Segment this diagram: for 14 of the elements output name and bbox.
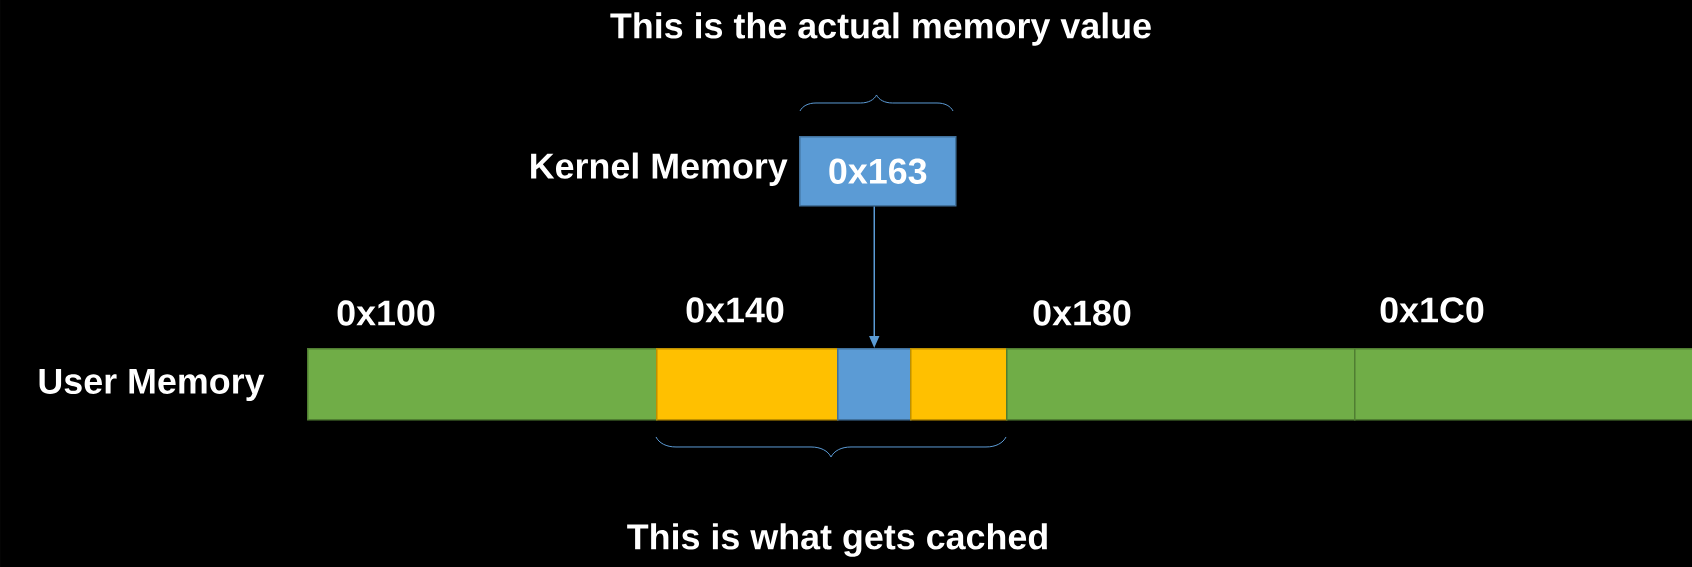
caption-text: This is the actual memory value — [610, 12, 1151, 46]
address-label: 0x1C0 — [1380, 297, 1484, 323]
memory-segment — [1354, 348, 1692, 421]
memory-segment — [307, 348, 658, 421]
address-label: 0x180 — [1033, 300, 1131, 326]
memory-segment — [1006, 348, 1356, 421]
memory-segment — [656, 348, 839, 421]
address-label: 0x140 — [686, 297, 784, 323]
row-label: User Memory — [39, 368, 265, 402]
memory-cell: 0x163 — [799, 136, 957, 207]
caption-text: This is what gets cached — [627, 523, 1047, 557]
beside-label: Kernel Memory — [531, 152, 788, 186]
memory-segment — [837, 348, 912, 421]
memory-segment — [910, 348, 1008, 421]
